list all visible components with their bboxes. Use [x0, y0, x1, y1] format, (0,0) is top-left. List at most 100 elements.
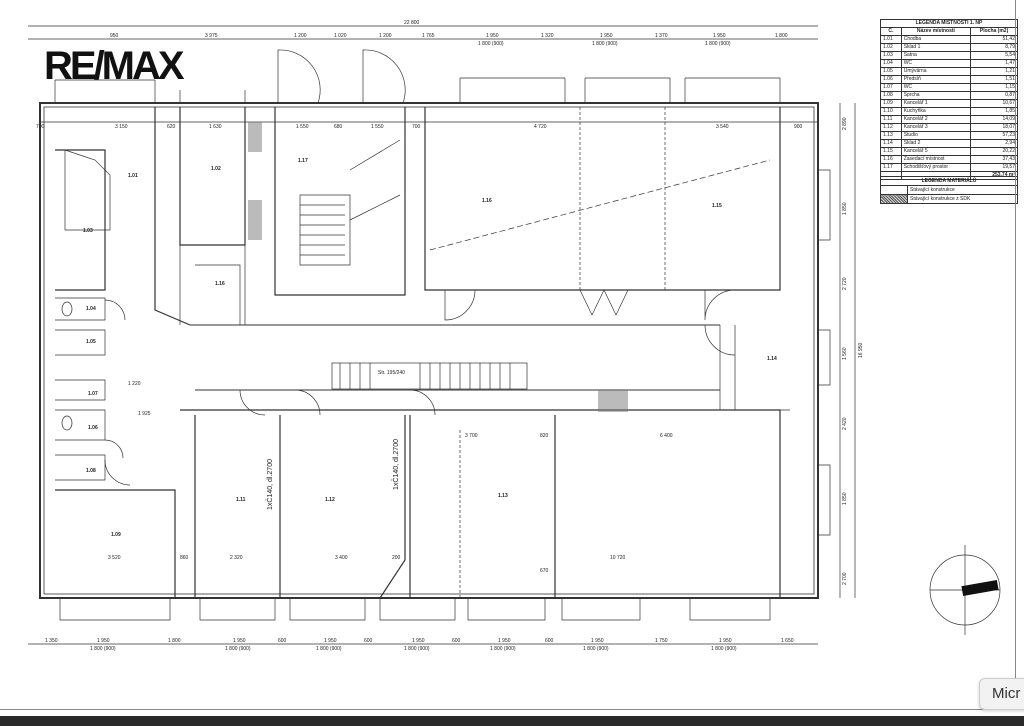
svg-text:600: 600	[278, 638, 287, 644]
material-item: Stávající konstrukce	[907, 185, 1018, 195]
svg-text:3 975: 3 975	[205, 33, 218, 39]
room-name: Studio	[900, 131, 972, 140]
svg-text:3 400: 3 400	[335, 555, 348, 561]
svg-text:1 800 (900): 1 800 (900)	[316, 646, 342, 652]
room-area: 57,23	[970, 131, 1018, 140]
svg-text:1 950: 1 950	[591, 638, 604, 644]
room-area: 1,15	[970, 83, 1018, 92]
room-name: Umývárna	[900, 67, 972, 76]
svg-text:1 370: 1 370	[655, 33, 668, 39]
svg-text:1 650: 1 650	[781, 638, 794, 644]
stairs-annotation: Str. 195/240	[378, 370, 405, 376]
svg-text:1 765: 1 765	[422, 33, 435, 39]
svg-text:1 800 (900): 1 800 (900)	[705, 41, 731, 47]
room-number: 1.15	[880, 147, 902, 156]
svg-text:1 950: 1 950	[324, 638, 337, 644]
svg-text:700: 700	[412, 124, 421, 130]
room-name: Chodba	[900, 35, 972, 44]
svg-text:600: 600	[364, 638, 373, 644]
svg-text:1 850: 1 850	[842, 492, 848, 505]
room-1-15: 1.15	[712, 203, 722, 209]
svg-text:2 700: 2 700	[842, 572, 848, 585]
tooltip: Micr	[979, 678, 1024, 710]
room-1-13: 1.13	[498, 493, 508, 499]
room-name: Kancelář 2	[900, 115, 972, 124]
room-area: 10,67	[970, 99, 1018, 108]
sdk-wall	[248, 122, 262, 152]
svg-text:600: 600	[545, 638, 554, 644]
svg-text:1 800 (900): 1 800 (900)	[225, 646, 251, 652]
legend-header: Název místnosti	[900, 27, 972, 36]
room-name: Šatna	[900, 51, 972, 60]
room-legend-table: LEGENDA MÍSTNOSTÍ 1. NP Č.Název místnost…	[880, 19, 1018, 180]
svg-text:1 950: 1 950	[97, 638, 110, 644]
room-area: 5,54	[970, 51, 1018, 60]
svg-text:900: 900	[794, 124, 803, 130]
svg-text:1 950: 1 950	[719, 638, 732, 644]
room-1-16: 1.16	[482, 198, 492, 204]
svg-text:1 550: 1 550	[371, 124, 384, 130]
door-annotation: 1xČ140, dl.2700	[265, 459, 274, 510]
svg-text:1 800: 1 800	[168, 638, 181, 644]
svg-text:200: 200	[392, 555, 401, 561]
dims-right: 2 890 1 850 2 720 1 560 2 420 1 850 2 70…	[842, 117, 864, 585]
room-number: 1.03	[880, 51, 902, 60]
floor-plan: 22 800 950 3 975 1 200 1 020 1 200 1 765…	[28, 20, 1001, 652]
svg-text:1 925: 1 925	[138, 411, 151, 417]
room-name: Sprcha	[900, 91, 972, 100]
room-area: 18,07	[970, 123, 1018, 132]
svg-text:1 850: 1 850	[842, 202, 848, 215]
svg-text:1 950: 1 950	[713, 33, 726, 39]
svg-text:1 020: 1 020	[334, 33, 347, 39]
materials-title: LEGENDA MATERIÁLŮ	[880, 176, 1018, 186]
room-name: Kancelář 1	[900, 99, 972, 108]
legend-title: LEGENDA MÍSTNOSTÍ 1. NP	[880, 19, 1018, 28]
svg-text:3 150: 3 150	[115, 124, 128, 130]
room-area: 51,42	[970, 35, 1018, 44]
dims-inner-bottom: 3 520 860 2 320 3 400 200 10 720 3 700 8…	[108, 381, 673, 574]
north-arrow-icon	[961, 579, 999, 597]
room-name: WC	[900, 83, 972, 92]
svg-text:670: 670	[540, 568, 549, 574]
svg-text:1 550: 1 550	[296, 124, 309, 130]
svg-text:1 800 (900): 1 800 (900)	[478, 41, 504, 47]
legend-header: Plocha (m2)	[970, 27, 1018, 36]
room-name: Kancelář 5	[900, 147, 972, 156]
room-number: 1.04	[880, 59, 902, 68]
svg-text:620: 620	[167, 124, 176, 130]
room-1-04: 1.04	[86, 306, 96, 312]
dims-bottom: 1 350 1 950 1 800 1 950 600 1 950 600 1 …	[45, 638, 794, 652]
svg-text:3 700: 3 700	[465, 433, 478, 439]
room-area: 37,43	[970, 155, 1018, 164]
room-area: 1,85	[970, 107, 1018, 116]
page-edge	[1015, 0, 1016, 710]
svg-text:2 720: 2 720	[842, 277, 848, 290]
room-name: Kuchyňka	[900, 107, 972, 116]
room-number: 1.17	[880, 163, 902, 172]
svg-text:1 950: 1 950	[486, 33, 499, 39]
room-area: 14,09	[970, 115, 1018, 124]
svg-text:950: 950	[110, 33, 119, 39]
room-area: 2,94	[970, 139, 1018, 148]
room-name: Předsíň	[900, 75, 972, 84]
room-1-11: 1.11	[236, 497, 246, 503]
svg-text:4 720: 4 720	[534, 124, 547, 130]
room-name: Zasedací místnost	[900, 155, 972, 164]
svg-text:2 890: 2 890	[842, 117, 848, 130]
room-name: Schodišťový prostor	[900, 163, 972, 172]
room-1-14: 1.14	[767, 356, 777, 362]
room-number: 1.08	[880, 91, 902, 100]
room-1-03: 1.03	[83, 228, 93, 234]
material-item: Stávající konstrukce z SDK	[907, 194, 1018, 204]
svg-text:1 950: 1 950	[600, 33, 613, 39]
